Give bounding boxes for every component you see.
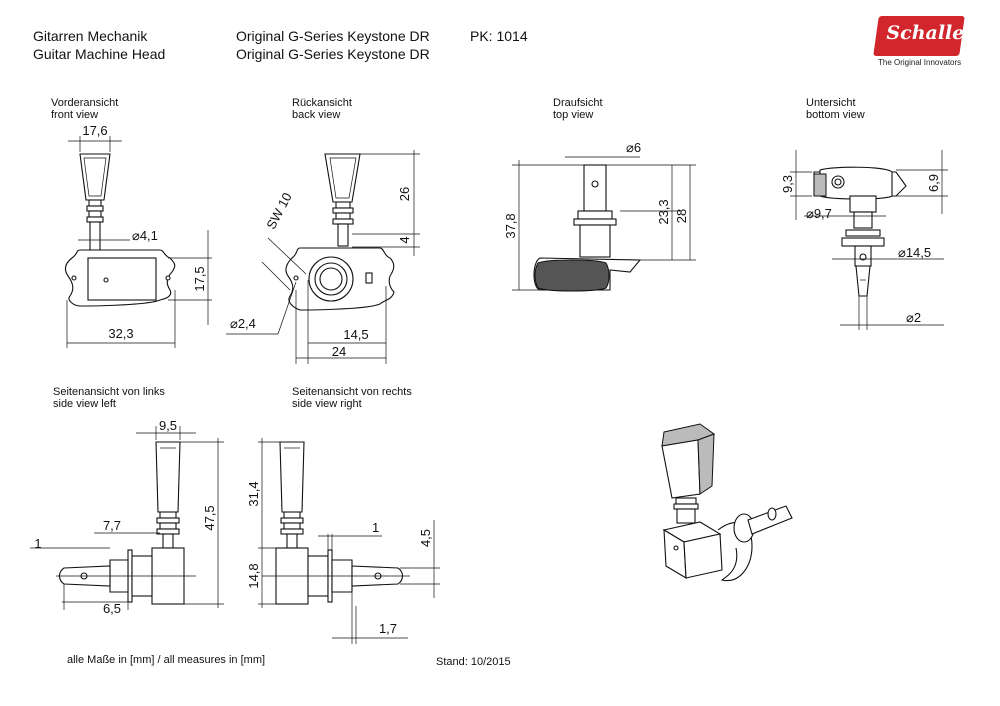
title-en: Guitar Machine Head (33, 46, 166, 62)
title-de: Gitarren Mechanik (33, 28, 148, 44)
bottom-view-label-de: Untersicht (806, 97, 856, 109)
dim-back-24: 24 (332, 344, 346, 359)
iso-button (661, 439, 701, 499)
front-button (79, 153, 111, 201)
dim-back-4: 4 (397, 236, 412, 243)
back-button (324, 153, 361, 203)
back-view-label-de: Rückansicht (292, 97, 352, 109)
top-post (583, 164, 607, 212)
top-housing (579, 224, 611, 258)
dim-top-37: 37,8 (503, 213, 518, 238)
side-right-view: 31,4 14,8 1 4,5 1,7 (246, 438, 440, 644)
dim-bot-145: ⌀14,5 (898, 245, 931, 260)
dim-bot-69: 6,9 (926, 174, 941, 192)
dim-back-26: 26 (397, 187, 412, 201)
back-view-label-en: back view (292, 109, 341, 121)
dim-front-post: ⌀4,1 (132, 228, 158, 243)
front-view-label-en: front view (51, 109, 99, 121)
dim-sr-1: 1 (372, 520, 379, 535)
side-right-button (279, 441, 305, 513)
top-view-label-en: top view (553, 109, 594, 121)
brand-tagline: The Original Innovators (878, 58, 962, 67)
side-left-label-en: side view left (53, 398, 116, 410)
model-de: Original G-Series Keystone DR (236, 28, 430, 44)
bottom-string-post (855, 265, 871, 297)
bottom-view: 9,3 6,9 ⌀9,7 ⌀14,5 ⌀2 (780, 150, 948, 330)
part-number: PK: 1014 (470, 28, 528, 44)
bottom-view-label-en: bottom view (806, 109, 865, 121)
front-housing (87, 257, 157, 301)
dim-back-hole: ⌀2,4 (230, 316, 256, 331)
side-left-button (155, 441, 181, 513)
side-left-view: 9,5 47,5 7,7 1 6,5 (30, 418, 224, 616)
back-bushing-inner (319, 267, 343, 291)
dim-top-23: 23,3 (656, 199, 671, 224)
dim-sl-77: 7,7 (103, 518, 121, 533)
side-right-label-en: side view right (292, 398, 362, 410)
dim-top-28: 28 (674, 209, 689, 223)
dim-sr-17: 1,7 (379, 621, 397, 636)
back-screw-hole (293, 275, 299, 281)
dim-sl-1: 1 (34, 536, 41, 551)
dim-front-width: 17,6 (82, 123, 107, 138)
dim-sr-148: 14,8 (246, 563, 261, 588)
dim-sr-314: 31,4 (246, 481, 261, 506)
dim-front-base: 32,3 (108, 326, 133, 341)
model-en: Original G-Series Keystone DR (236, 46, 430, 62)
dim-sr-45: 4,5 (418, 529, 433, 547)
dim-sl-475: 47,5 (202, 505, 217, 530)
front-view-label-de: Vorderansicht (51, 97, 119, 109)
front-screw-hole (103, 277, 109, 283)
side-right-label-de: Seitenansicht von rechts (292, 386, 412, 398)
dim-bot-93: 9,3 (780, 175, 795, 193)
dim-front-height: 17,5 (192, 266, 207, 291)
footer-stand: Stand: 10/2015 (436, 656, 511, 668)
back-gear-slot (365, 272, 373, 284)
isometric-view (661, 423, 793, 582)
dim-sl-65: 6,5 (103, 601, 121, 616)
dim-bot-97: ⌀9,7 (806, 206, 832, 221)
dim-top-d6: ⌀6 (626, 140, 641, 155)
top-view-label-de: Draufsicht (553, 97, 603, 109)
dim-sl-95: 9,5 (159, 418, 177, 433)
footer-units: alle Maße in [mm] / all measures in [mm] (67, 654, 266, 666)
top-button (534, 259, 610, 292)
front-view: 17,6 ⌀4,1 17,5 32,3 (64, 123, 212, 348)
dim-back-sw: SW 10 (263, 190, 295, 231)
top-view: ⌀6 37,8 23,3 28 (503, 140, 696, 292)
back-view: 26 4 SW 10 ⌀2,4 14,5 24 (226, 150, 420, 364)
dim-bot-2: ⌀2 (906, 310, 921, 325)
dim-back-14: 14,5 (343, 327, 368, 342)
side-left-label-de: Seitenansicht von links (53, 386, 165, 398)
